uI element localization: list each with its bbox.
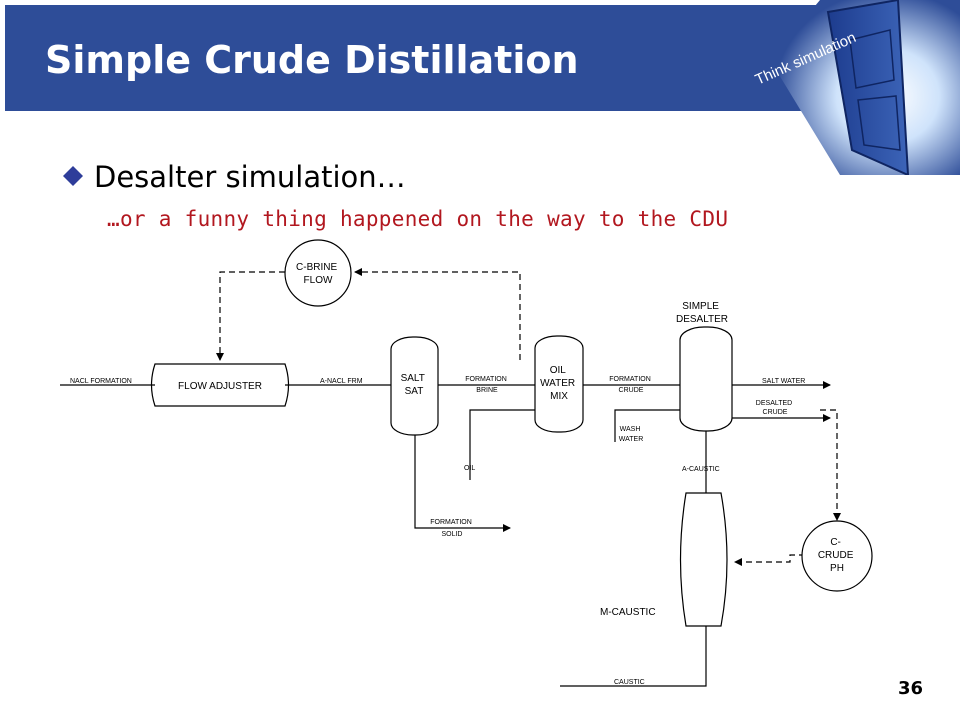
diamond-bullet-icon [63,166,83,186]
m-caustic-vessel [679,492,728,627]
stream-caustic [560,626,707,687]
bullet-text: Desalter simulation… [94,160,406,194]
wash-water-label: WASH WATER [619,426,644,443]
stream-formation-solid [414,435,511,532]
c-crude-ph-controller [801,520,873,592]
desalted-crude-label: DESALTED CRUDE [756,400,794,416]
salt-sat-label: SALT SAT [401,373,428,397]
salt-water-label: SALT WATER [762,378,805,385]
oil-water-mix-vessel [534,335,584,433]
flow-adjuster-label: FLOW ADJUSTER [178,381,262,392]
a-caustic-label: A-CAUSTIC [682,466,720,473]
signal-line-crude-ph [820,409,841,521]
stream-wash-water [614,409,680,442]
door-logo: Think simulation [753,0,960,175]
flow-adjuster-unit [150,363,290,407]
page-number: 36 [898,678,924,699]
subtext: …or a funny thing happened on the way to… [107,207,729,231]
signal-line-caustic-control [734,554,805,566]
nacl-formation-label: NACL FORMATION [70,378,132,385]
simple-desalter-label: SIMPLE DESALTER [676,301,728,325]
stream-oil [469,409,535,480]
formation-solid-label: FORMATION SOLID [430,519,473,538]
caustic-label: CAUSTIC [614,679,645,686]
c-crude-ph-label: C- CRUDE PH [818,537,856,574]
c-brine-flow-label: C-BRINE FLOW [296,262,340,286]
signal-line-flow-adjuster [216,271,285,361]
a-nacl-frm-label: A-NACL FRM [320,378,363,385]
c-brine-flow-controller [284,239,352,307]
oil-label: OIL [464,465,475,472]
slide-title: Simple Crude Distillation [45,38,579,82]
oil-water-mix-label: OIL WATER MIX [540,365,578,402]
formation-brine-label: FORMATION BRINE [465,376,508,394]
formation-crude-label: FORMATION CRUDE [609,376,652,394]
simple-desalter-vessel [679,326,733,432]
m-caustic-label: M-CAUSTIC [600,607,656,618]
